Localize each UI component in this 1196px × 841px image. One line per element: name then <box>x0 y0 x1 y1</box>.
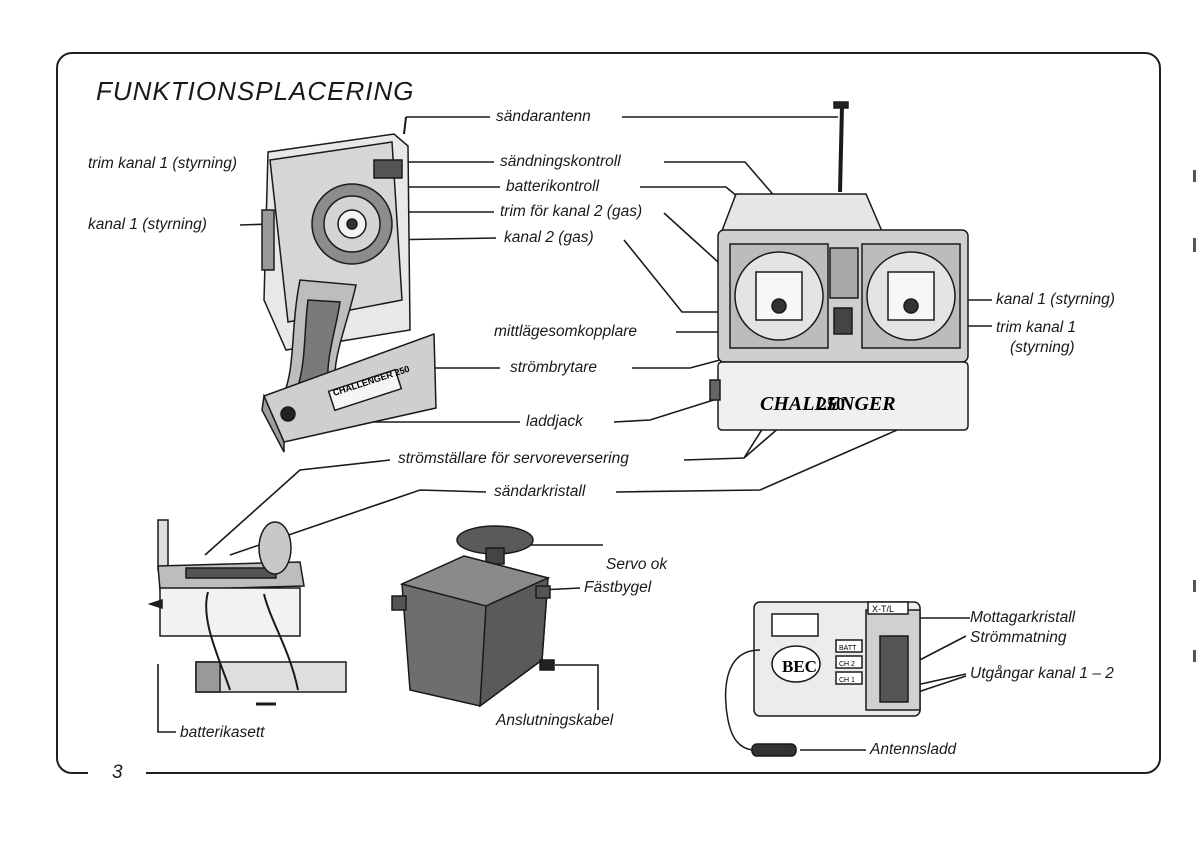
receiver <box>724 601 921 757</box>
stick-transmitter <box>709 101 969 431</box>
receiver-logo: BEC <box>782 657 817 676</box>
pistol-transmitter <box>261 116 437 453</box>
receiver-port-ch1: CH 1 <box>839 677 855 684</box>
label-trim-kanal1-left: trim kanal 1 (styrning) <box>88 155 238 172</box>
stick-model: 250 <box>818 394 845 414</box>
label-batterikasett: batterikasett <box>180 724 265 741</box>
label-kanal2: kanal 2 (gas) <box>504 229 594 246</box>
label-antennsladd: Antennsladd <box>870 741 957 758</box>
page-title: FUNKTIONSPLACERING <box>96 76 415 106</box>
label-trim-kanal1-right-2: (styrning) <box>1010 339 1075 356</box>
edge-mark <box>1193 238 1196 252</box>
label-utgangar: Utgångar kanal 1 – 2 <box>970 665 1114 682</box>
receiver-model: X-T/L <box>872 604 894 614</box>
frame-gap <box>88 760 146 790</box>
page-frame <box>56 52 1161 774</box>
label-servoreversering: strömställare för servoreversering <box>398 450 629 467</box>
label-strommatning: Strömmatning <box>970 629 1067 646</box>
edge-mark <box>1193 580 1196 592</box>
label-sandarkristall: sändarkristall <box>494 483 586 500</box>
receiver-port-batt: BATT <box>839 645 857 652</box>
receiver-port-ch2: CH 2 <box>839 661 855 668</box>
page-number: 3 <box>112 762 123 783</box>
servo <box>391 525 555 708</box>
battery-cassette <box>147 519 347 706</box>
label-mottagarkristall: Mottagarkristall <box>970 609 1076 626</box>
label-strombrytare: strömbrytare <box>510 359 597 376</box>
edge-mark <box>1193 650 1196 662</box>
label-mittlage: mittlägesomkopplare <box>494 323 638 340</box>
label-sandarantenn: sändarantenn <box>496 108 591 125</box>
label-trim-kanal2: trim för kanal 2 (gas) <box>500 203 643 220</box>
label-fastbygel: Fästbygel <box>584 579 652 596</box>
stick-brand: CHALLENGER <box>760 393 896 415</box>
label-anslutningskabel: Anslutningskabel <box>496 712 614 729</box>
label-sandningskontroll: sändningskontroll <box>500 153 621 170</box>
edge-mark <box>1193 170 1196 182</box>
label-servo-ok: Servo ok <box>606 556 668 573</box>
label-kanal1-right: kanal 1 (styrning) <box>996 291 1115 308</box>
label-kanal1-left: kanal 1 (styrning) <box>88 216 207 233</box>
label-laddjack: laddjack <box>526 413 583 430</box>
label-batterikontroll: batterikontroll <box>506 178 600 195</box>
label-trim-kanal1-right-1: trim kanal 1 <box>996 319 1077 336</box>
